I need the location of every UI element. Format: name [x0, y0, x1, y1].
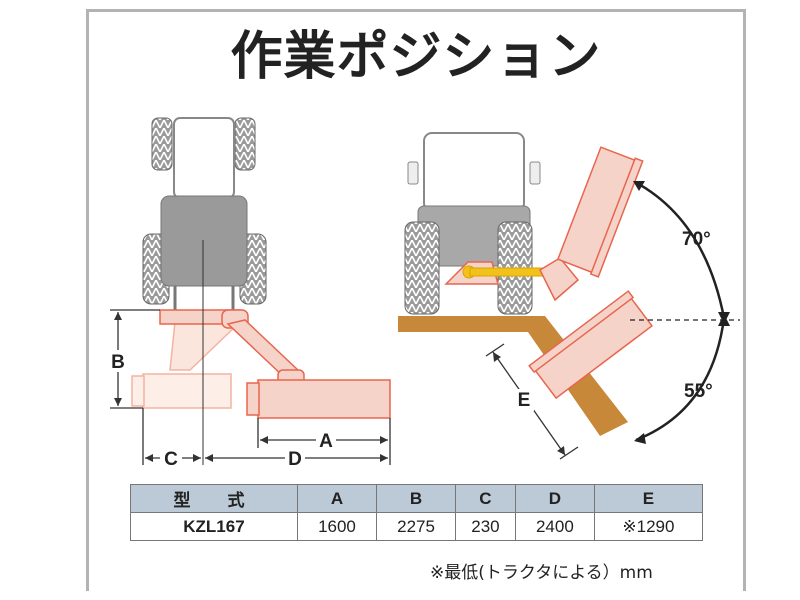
dim-label-a: A — [319, 431, 333, 452]
tractor-rear-view — [404, 132, 541, 315]
header-d: D — [514, 484, 595, 513]
header-e: E — [593, 484, 704, 513]
mower-head — [257, 379, 391, 419]
spec-table: 型 式 A B C D E KZL167 1600 2275 230 2400 … — [130, 484, 704, 541]
tractor-hood — [173, 117, 235, 199]
dim-label-b: B — [111, 352, 125, 373]
cell-e: ※1290 — [593, 512, 704, 541]
mower-top-view — [131, 309, 391, 419]
rear-left-wheel — [404, 221, 440, 315]
cell-model: KZL167 — [130, 512, 298, 541]
tractor-top-view — [142, 117, 267, 310]
tractor-cabin — [160, 195, 248, 287]
pto-shaft — [469, 267, 545, 277]
mower-rear-view — [528, 146, 653, 400]
dim-label-c: C — [164, 449, 178, 470]
cell-b: 2275 — [375, 512, 457, 541]
cell-d: 2400 — [514, 512, 595, 541]
angle-indicators — [634, 180, 726, 442]
cell-c: 230 — [455, 512, 516, 541]
cell-a: 1600 — [296, 512, 378, 541]
front-right-tire — [234, 117, 256, 171]
header-a: A — [296, 484, 378, 513]
page-title: 作業ポジション — [230, 27, 602, 87]
table-row: KZL167 1600 2275 230 2400 ※1290 — [130, 512, 704, 541]
angle-down-label: 55° — [684, 381, 713, 402]
header-c: C — [455, 484, 516, 513]
spec-header-row: 型 式 A B C D E — [130, 484, 704, 513]
header-b: B — [375, 484, 457, 513]
dimension-lines-left — [110, 240, 391, 465]
header-model: 型 式 — [130, 484, 298, 513]
angle-up-label: 70° — [682, 229, 711, 250]
dim-label-d: D — [288, 449, 302, 470]
mower-ghost — [142, 373, 232, 409]
front-left-tire — [151, 117, 173, 171]
arm-ghost — [169, 321, 242, 371]
pto-driveline — [444, 261, 545, 285]
tractor-cab-rear — [423, 132, 525, 212]
dim-label-e: E — [518, 390, 531, 411]
footnote: ※最低(トラクタによる）mm — [430, 563, 653, 583]
